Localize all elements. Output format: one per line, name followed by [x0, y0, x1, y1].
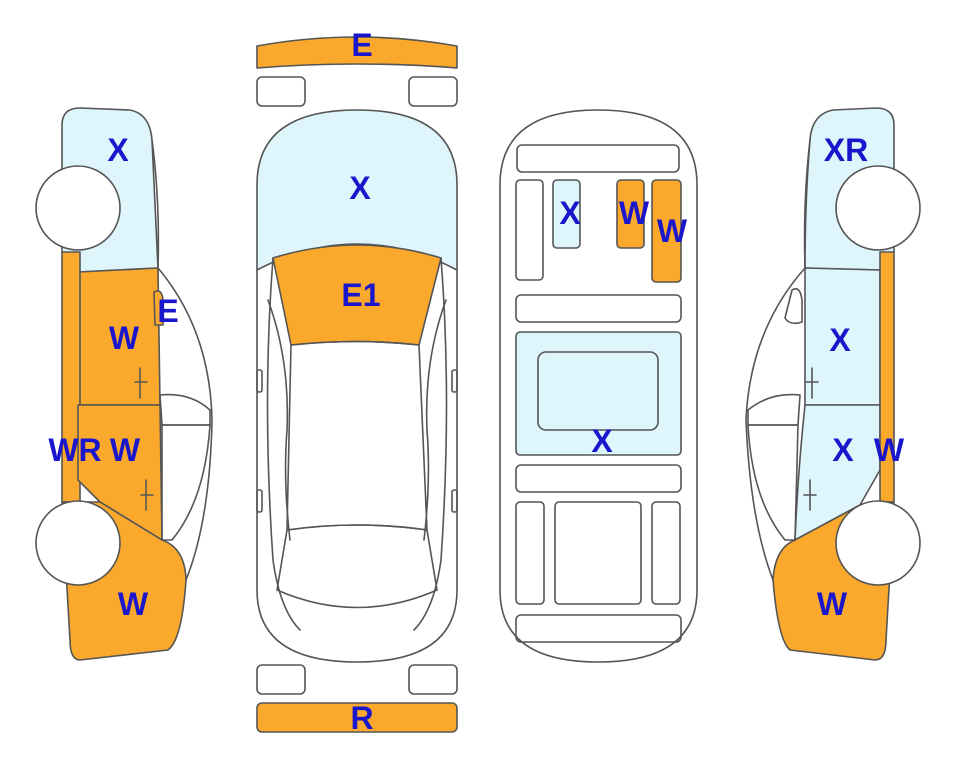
right-rear-wheel[interactable] — [835, 500, 921, 586]
label-interior-upper-mid: W — [619, 195, 650, 231]
left-a-pillar[interactable] — [153, 290, 164, 326]
right-window-rear — [747, 424, 799, 541]
interior-left-seat-area[interactable] — [515, 179, 544, 281]
top-left-door-line-2 — [284, 429, 291, 541]
front-bumper[interactable] — [256, 36, 458, 69]
label-right-front-door: X — [829, 322, 851, 358]
right-mirror — [784, 287, 803, 325]
left-front-handle — [134, 367, 148, 399]
interior-upper-right-panel[interactable] — [651, 179, 682, 283]
left-front-wheel[interactable] — [35, 165, 121, 251]
front-right-mirror[interactable] — [408, 76, 458, 107]
left-side-view — [35, 107, 213, 661]
rear-bumper[interactable] — [256, 702, 458, 733]
interior-upper-mid-panel[interactable] — [616, 179, 645, 249]
interior-outline — [499, 109, 698, 663]
label-right-rear: W — [817, 586, 848, 622]
right-front-handle — [805, 367, 819, 399]
top-right-door-line — [425, 299, 447, 431]
top-rear-window — [276, 524, 438, 609]
label-interior-center: X — [591, 423, 613, 459]
right-front-wheel[interactable] — [835, 165, 921, 251]
top-body-outline — [256, 269, 458, 663]
label-left-rear-door: W — [110, 432, 141, 468]
left-body-outline — [151, 139, 213, 581]
label-left-a-pillar: E — [157, 293, 178, 329]
top-left-handle-rear — [256, 489, 263, 513]
top-right-handle-front — [451, 369, 458, 393]
left-window-front — [159, 393, 211, 426]
top-right-side-curve — [413, 257, 448, 631]
top-right-door-line-2 — [423, 429, 430, 541]
right-window-front — [747, 393, 801, 426]
interior-center-panel[interactable] — [515, 331, 682, 456]
interior-trunk-bar[interactable] — [515, 614, 682, 643]
interior-rear-right-seat[interactable] — [651, 501, 681, 605]
interior-upper-left-panel[interactable] — [552, 179, 581, 249]
left-window-rear — [161, 424, 211, 541]
label-rear-bumper: R — [350, 700, 373, 736]
rear-right-mirror[interactable] — [408, 664, 458, 695]
top-cabin-outline — [286, 340, 428, 531]
label-right-front: XR — [824, 132, 868, 168]
label-interior-upper-left: X — [559, 195, 581, 231]
label-right-rear-door: X — [832, 432, 854, 468]
label-top-hood: X — [349, 170, 371, 206]
right-body-outline — [745, 139, 811, 581]
label-right-sill: W — [874, 432, 905, 468]
label-left-front: X — [107, 132, 129, 168]
top-left-side-curve — [266, 257, 301, 631]
damage-labels: E R X E1 X W W X X E W WR W W XR X X W W — [48, 27, 905, 736]
top-left-handle-front — [256, 369, 263, 393]
interior-center-console[interactable] — [537, 351, 659, 431]
interior-rear-left-seat[interactable] — [515, 501, 545, 605]
right-rear-handle — [803, 479, 817, 511]
top-view-car — [256, 109, 458, 663]
right-side-view — [745, 107, 921, 661]
interior-view — [499, 109, 698, 663]
label-left-rear: W — [118, 586, 149, 622]
interior-front-seat-bar[interactable] — [515, 294, 682, 323]
label-left-front-door: W — [109, 320, 140, 356]
rear-bumper-group — [256, 664, 458, 733]
label-left-sill: WR — [48, 432, 101, 468]
front-bumper-group — [256, 36, 458, 107]
label-top-windshield: E1 — [341, 277, 380, 313]
left-rear-wheel[interactable] — [35, 500, 121, 586]
left-rear-handle — [140, 479, 154, 511]
front-left-mirror[interactable] — [256, 76, 306, 107]
top-left-door-line — [267, 299, 289, 431]
interior-rear-seat-bar[interactable] — [515, 464, 682, 493]
top-right-handle-rear — [451, 489, 458, 513]
interior-dashboard[interactable] — [516, 144, 680, 173]
rear-left-mirror[interactable] — [256, 664, 306, 695]
label-interior-upper-right: W — [657, 213, 688, 249]
interior-rear-center[interactable] — [554, 501, 642, 605]
label-front-bumper: E — [351, 27, 372, 63]
